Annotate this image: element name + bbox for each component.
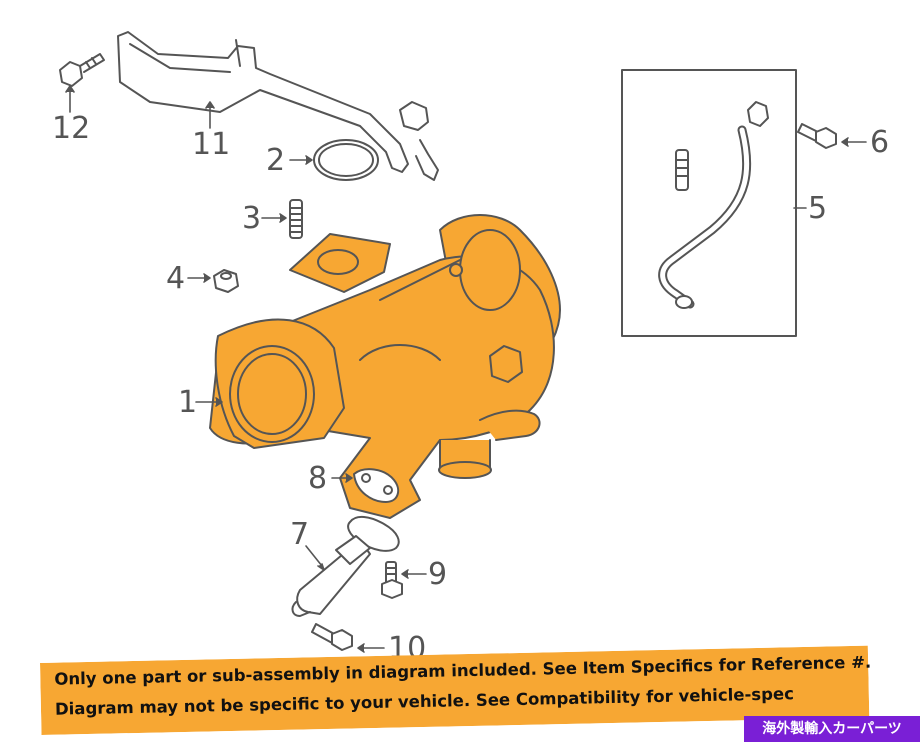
callout-8: 8	[308, 461, 328, 496]
bolt-part-10	[311, 623, 353, 651]
gasket-part-8	[353, 468, 400, 503]
callout-5: 5	[808, 191, 828, 226]
bolt-part-9	[381, 561, 403, 599]
callout-7: 7	[290, 517, 310, 552]
turbocharger-part-1	[209, 214, 561, 519]
heat-shield-part-11	[117, 31, 439, 181]
callout-1: 1	[178, 385, 198, 420]
bolt-part-12	[59, 53, 105, 87]
callout-11: 11	[192, 127, 231, 162]
import-parts-badge: 海外製輸入カーパーツ	[744, 716, 920, 742]
callout-12: 12	[52, 111, 91, 146]
callout-6: 6	[870, 125, 890, 160]
disclaimer-background	[40, 645, 870, 735]
callout-3: 3	[242, 201, 262, 236]
stud-part-3	[289, 199, 303, 239]
nut-part-4	[213, 269, 239, 293]
disclaimer-banner: Only one part or sub-assembly in diagram…	[40, 645, 871, 735]
callout-9: 9	[428, 557, 448, 592]
actuator-part-7	[291, 516, 400, 617]
gasket-ring-part-2	[313, 139, 379, 181]
bolt-part-6	[797, 123, 837, 149]
callout-4: 4	[166, 261, 186, 296]
oil-line-part-5	[621, 69, 797, 337]
leader-lines	[65, 85, 867, 653]
callout-2: 2	[266, 143, 286, 178]
